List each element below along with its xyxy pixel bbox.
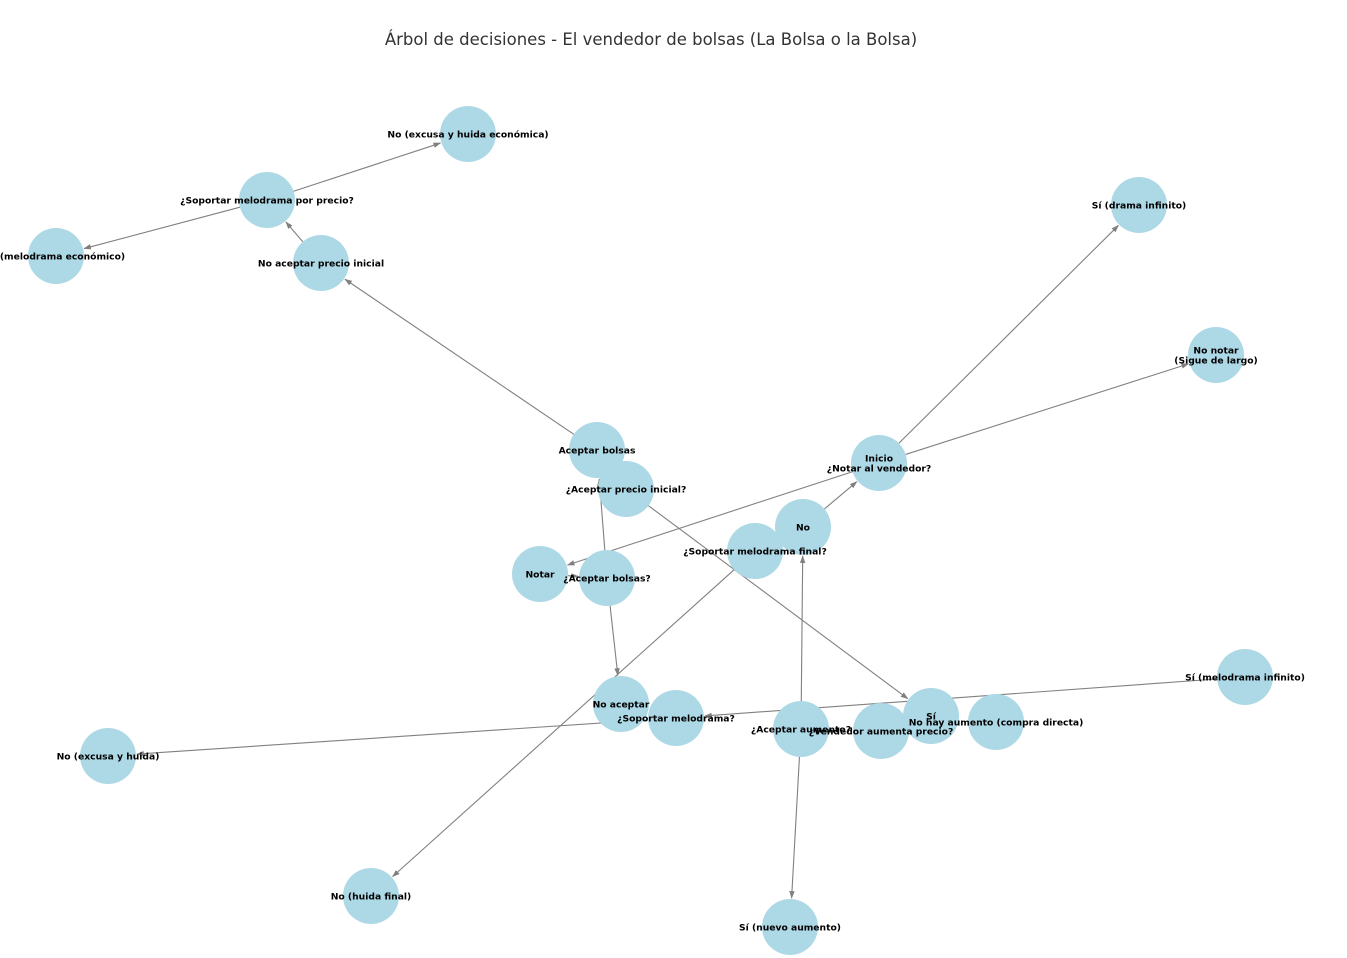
node-no-excusa-eco[interactable] [440, 106, 496, 162]
edge-soportar_final_q-to-no_huida_final [391, 569, 735, 878]
node-label-line: No hay aumento (compra directa) [909, 718, 1084, 729]
node-label-no: No [796, 523, 810, 534]
edge-inicio-to-no_notar [905, 363, 1190, 455]
node-label-line: No aceptar [593, 700, 650, 711]
node-soportar-final-q[interactable] [727, 523, 783, 579]
node-label-inicio: Inicio¿Notar al vendedor? [827, 454, 932, 475]
node-label-aceptar-aumento-q: ¿Aceptar aumento? [751, 725, 851, 736]
node-label-line: (Sigue de largo) [1174, 356, 1258, 367]
node-label-line: No aceptar precio inicial [258, 259, 384, 270]
edge-inicio-to-si_drama [898, 224, 1119, 444]
node-no-notar[interactable] [1188, 327, 1244, 383]
edge-soportar_q-to-no_excusa [136, 719, 649, 757]
node-notar[interactable] [512, 546, 568, 602]
node-inicio[interactable] [851, 435, 907, 491]
node-si-drama[interactable] [1111, 177, 1167, 233]
node-label-line: ¿Soportar melodrama? [617, 714, 735, 725]
edge-aceptar_aumento_q-to-si_nuevo [789, 756, 800, 899]
node-si[interactable] [903, 688, 959, 744]
node-label-no-aceptar-precio: No aceptar precio inicial [258, 259, 384, 270]
node-label-soportar-q: ¿Soportar melodrama? [617, 714, 735, 725]
node-label-soportar-precio-q: ¿Soportar melodrama por precio? [180, 196, 354, 207]
node-soportar-precio-q[interactable] [239, 172, 295, 228]
node-label-no-excusa-eco: No (excusa y huida económica) [387, 130, 548, 141]
node-label-line: ¿Vendedor aumenta precio? [809, 727, 954, 738]
node-aceptar-bolsas[interactable] [569, 422, 625, 478]
node-label-aceptar-bolsas: Aceptar bolsas [559, 446, 636, 457]
node-aceptar-aumento-q[interactable] [773, 701, 829, 757]
node-label-si: Sí [926, 712, 937, 723]
edge-aceptar_aumento_q-to-no [799, 555, 806, 702]
edge-no-to-inicio [824, 481, 858, 510]
node-no-aceptar-precio[interactable] [293, 235, 349, 291]
node-no-excusa[interactable] [80, 728, 136, 784]
node-no[interactable] [775, 499, 831, 555]
node-aceptar-precio-q[interactable] [598, 461, 654, 517]
node-label-si-nuevo: Sí (nuevo aumento) [739, 923, 841, 934]
node-label-vendedor-aumenta-q: ¿Vendedor aumenta precio? [809, 727, 954, 738]
node-label-line: ¿Aceptar precio inicial? [566, 485, 687, 496]
node-label-line: ¿Aceptar aumento? [751, 725, 851, 736]
node-label-si-melodrama-inf: Sí (melodrama infinito) [1185, 673, 1305, 684]
edge-soportar_precio_q-to-no_excusa_eco [293, 142, 442, 192]
node-label-line: Aceptar bolsas [559, 446, 636, 457]
node-si-melodrama-inf[interactable] [1217, 649, 1273, 705]
nodes-layer [28, 106, 1273, 955]
node-no-aceptar[interactable] [593, 676, 649, 732]
edge-notar-to-aceptar_bolsas_q [567, 573, 579, 579]
node-label-line: No [796, 523, 810, 534]
node-label-line: ¿Aceptar bolsas? [563, 574, 651, 585]
node-aceptar-bolsas-q[interactable] [579, 550, 635, 606]
node-label-soportar-final-q: ¿Soportar melodrama final? [683, 547, 827, 558]
node-si-melodrama-eco[interactable] [28, 228, 84, 284]
labels-layer: Inicio¿Notar al vendedor? No notar(Sigue … [0, 130, 1305, 934]
node-label-line: Inicio [865, 454, 893, 465]
node-label-line: No (excusa y huida económica) [387, 130, 548, 141]
node-si-nuevo[interactable] [762, 899, 818, 955]
node-label-line: ¿Soportar melodrama final? [683, 547, 827, 558]
node-vendedor-aumenta-q[interactable] [853, 703, 909, 759]
node-label-no-aumento: No hay aumento (compra directa) [909, 718, 1084, 729]
node-label-si-drama: Sí (drama infinito) [1092, 201, 1187, 212]
edge-no_aceptar_precio-to-soportar_precio_q [285, 221, 304, 243]
node-label-line: No (excusa y huida) [57, 752, 160, 763]
node-label-no-excusa: No (excusa y huida) [57, 752, 160, 763]
node-label-aceptar-precio-q: ¿Aceptar precio inicial? [566, 485, 687, 496]
node-label-line: Sí [926, 712, 937, 723]
node-label-line: Sí (melodrama económico) [0, 252, 125, 263]
node-label-si-melodrama-eco: Sí (melodrama económico) [0, 252, 125, 263]
node-label-line: No (huida final) [331, 892, 412, 903]
node-no-huida-final[interactable] [343, 868, 399, 924]
node-label-notar: Notar [525, 570, 555, 581]
node-label-line: Notar [525, 570, 555, 581]
node-label-no-notar: No notar(Sigue de largo) [1174, 346, 1258, 367]
edge-aceptar_bolsas_q-to-no_aceptar [609, 605, 620, 676]
edge-aceptar_bolsas-to-no_aceptar_precio [344, 278, 575, 435]
node-label-line: ¿Soportar melodrama por precio? [180, 196, 354, 207]
node-label-line: Sí (drama infinito) [1092, 201, 1187, 212]
diagram-title: Árbol de decisiones - El vendedor de bol… [385, 30, 917, 49]
node-label-line: Sí (nuevo aumento) [739, 923, 841, 934]
edge-inicio-to-notar [566, 471, 853, 566]
node-soportar-q[interactable] [648, 690, 704, 746]
edge-aceptar_precio_q-to-si [648, 505, 909, 700]
edge-soportar_precio_q-to-si_melodrama_eco [83, 206, 241, 250]
node-no-aumento[interactable] [968, 694, 1024, 750]
node-label-aceptar-bolsas-q: ¿Aceptar bolsas? [563, 574, 651, 585]
edges-layer [83, 142, 1218, 899]
node-label-no-aceptar: No aceptar [593, 700, 650, 711]
node-label-line: Sí (melodrama infinito) [1185, 673, 1305, 684]
node-label-line: ¿Notar al vendedor? [827, 464, 932, 475]
node-label-no-huida-final: No (huida final) [331, 892, 412, 903]
node-label-line: No notar [1193, 346, 1239, 357]
